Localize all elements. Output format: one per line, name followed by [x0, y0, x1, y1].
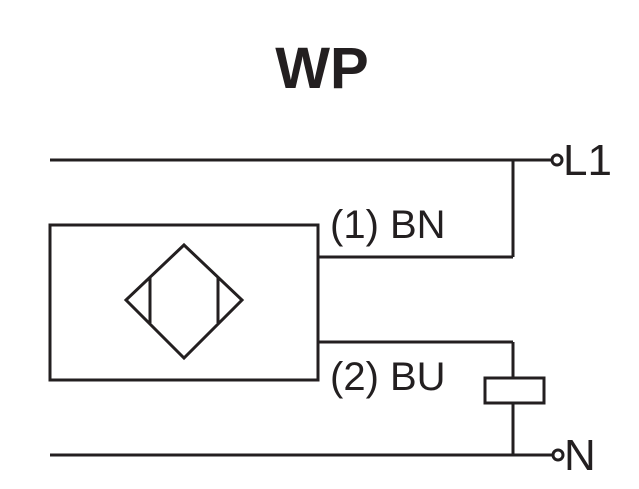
sensor-body: [48, 223, 320, 382]
diagram-title: WP: [275, 36, 368, 101]
l1-terminal-point: [550, 153, 564, 167]
load-resistor: [483, 376, 546, 405]
neutral-terminal-point: [551, 448, 565, 462]
l1-terminal-label: L1: [563, 136, 612, 185]
bu-wire-label: (2) BU: [330, 355, 446, 399]
inductive-sensor-icon: [123, 242, 245, 361]
bn-wire-label: (1) BN: [330, 203, 446, 247]
neutral-terminal-label: N: [564, 431, 596, 480]
